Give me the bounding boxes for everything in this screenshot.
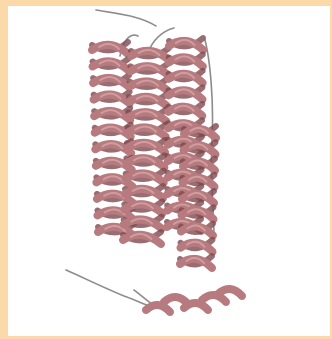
helix-turn-front <box>184 303 208 310</box>
helix-turn-front <box>146 305 170 312</box>
loop-segment-1 <box>96 10 156 26</box>
helix-turn-front <box>218 289 242 296</box>
helix-base-turn <box>146 289 242 312</box>
helix-turn-front <box>202 295 226 302</box>
loop-segment-5 <box>66 270 150 306</box>
helix-4 <box>180 126 216 268</box>
loop-segment-6 <box>134 290 152 304</box>
